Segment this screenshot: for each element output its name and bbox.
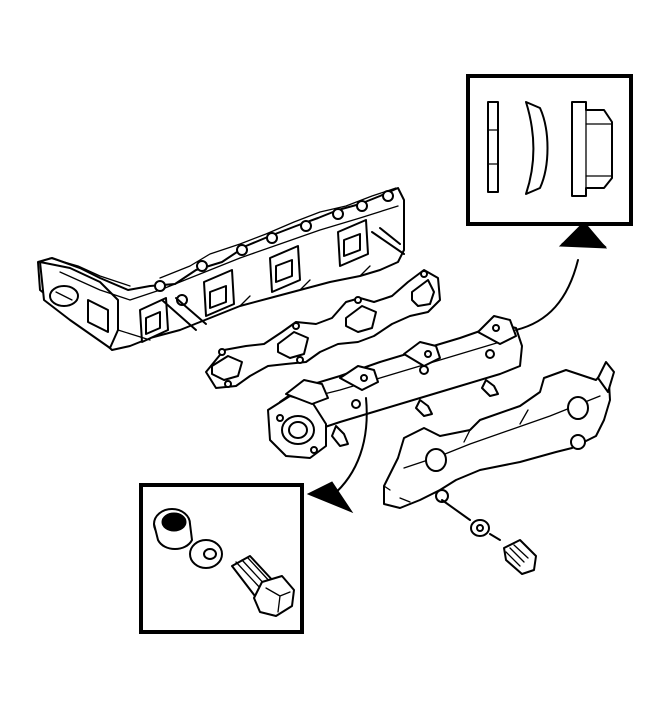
- exhaust-manifold-gasket: [205, 269, 441, 389]
- bolt: [503, 539, 537, 575]
- layered-gasket-section-icon: [487, 101, 613, 197]
- shield-fasteners: [441, 499, 537, 575]
- callout-arrow-gasket: [515, 221, 608, 331]
- gasket-detail: [466, 74, 633, 226]
- bolt-detail: [139, 483, 304, 634]
- exhaust-manifold: [267, 315, 523, 459]
- bolt-spacer-washer-icon: [153, 508, 295, 617]
- heat-shield: [383, 361, 615, 509]
- head-bolt-bosses: [154, 190, 394, 306]
- cylinder-head: [37, 187, 405, 351]
- callout-arrow-bolt: [306, 397, 368, 514]
- manifold-studs: [161, 227, 405, 331]
- exhaust-ports: [139, 219, 369, 343]
